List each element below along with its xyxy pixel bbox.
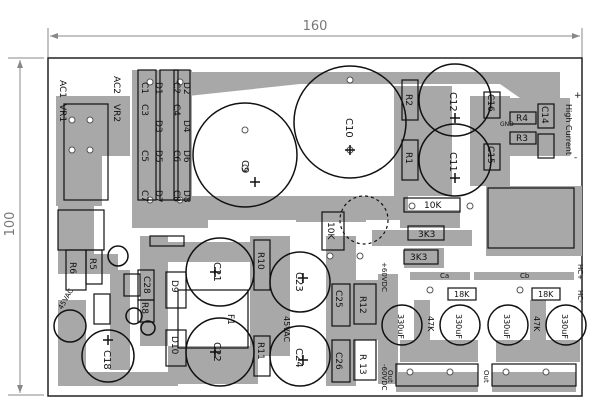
- label-d2: D2: [181, 82, 191, 95]
- label-r10: R10: [255, 252, 265, 270]
- label-c5: C5: [139, 150, 149, 162]
- label-vr2: VR2: [111, 104, 121, 122]
- label-47k-a: 47K: [426, 316, 435, 332]
- label-d6: D6: [181, 150, 191, 163]
- label-r12: R12: [357, 296, 367, 314]
- label-330uf-c: 330uF: [502, 314, 511, 339]
- label-c12: C12: [447, 92, 458, 112]
- label-18k-b: 18K: [538, 290, 554, 299]
- capacitor-330uf-b: [439, 304, 481, 346]
- label-d7: D7: [153, 190, 163, 203]
- label-c18: C18: [101, 350, 112, 370]
- label-ac1: AC1: [57, 80, 67, 98]
- label-r8: R8: [139, 302, 149, 314]
- label-r4: R4: [516, 114, 528, 124]
- capacitor-c11: [418, 123, 492, 197]
- label-d10: D10: [169, 336, 179, 355]
- label-ca: Ca: [440, 272, 449, 280]
- label-d1: D1: [153, 82, 163, 95]
- label-d8: D8: [181, 190, 191, 203]
- label-r5: R5: [87, 258, 97, 270]
- label-c22: C22: [211, 342, 222, 362]
- label-plus-top: +: [574, 91, 582, 101]
- component-outlines: [57, 69, 577, 387]
- capacitor-small-a: [53, 309, 87, 343]
- capacitor-330uf-a: [381, 304, 423, 346]
- width-dimension-label: 160: [303, 19, 328, 34]
- label-330uf-a: 330uF: [396, 314, 405, 339]
- label-f1: F1: [225, 314, 235, 325]
- label-10k-a: 10K: [424, 201, 442, 211]
- label-c7: C7: [139, 190, 149, 202]
- polarity-marks: [103, 113, 460, 365]
- label-c15: C15: [485, 146, 495, 164]
- label-ac2: AC2: [111, 76, 121, 94]
- label-c23: C23: [293, 272, 304, 292]
- label-d9: D9: [169, 280, 179, 293]
- capacitor-330uf-c: [487, 304, 529, 346]
- label-c28: C28: [141, 276, 151, 294]
- label-c8: C8: [171, 190, 181, 202]
- label-high-current: High Current: [564, 104, 573, 155]
- label-c11: C11: [447, 152, 458, 172]
- capacitor-c9: [192, 102, 298, 208]
- label-r2: R2: [403, 94, 413, 106]
- label-c4: C4: [171, 104, 181, 116]
- label-18k-a: 18K: [454, 290, 470, 299]
- label-d3: D3: [153, 120, 163, 133]
- label-c10: C10: [343, 118, 354, 138]
- capacitor-small-b: [107, 245, 129, 267]
- label-c9: C9: [239, 160, 250, 173]
- label-r11: R11: [255, 342, 265, 360]
- label-out-a: Out: [386, 370, 394, 383]
- label-minus-top: -: [574, 153, 577, 163]
- label-r13: R 13: [357, 354, 367, 375]
- label-330uf-b: 330uF: [454, 314, 463, 339]
- dimension-lines: 160 100: [3, 19, 583, 396]
- label-c21: C21: [211, 262, 222, 282]
- label-10k-b: 10K: [325, 222, 335, 240]
- label-330uf-d: 330uF: [560, 314, 569, 339]
- label-hc-plus: HC+: [576, 264, 584, 280]
- label-c6: C6: [171, 150, 181, 162]
- label-cb: Cb: [520, 272, 530, 280]
- capacitor-c18: [81, 329, 135, 383]
- drill-holes: [68, 76, 550, 376]
- capacitor-330uf-d: [545, 304, 587, 346]
- capacitor-small-c: [125, 307, 143, 325]
- label-gnd: GND: [500, 121, 514, 128]
- label-c16: C16: [485, 94, 495, 112]
- label-c1: C1: [139, 82, 149, 94]
- capacitor-c12: [418, 63, 492, 137]
- label-45vac-a: 45VAC: [282, 316, 291, 342]
- label-60vdc-minus: -60VDC: [380, 364, 388, 391]
- label-60vdc-plus: +60VDC: [380, 262, 388, 292]
- label-hc-minus: HC-: [576, 290, 584, 303]
- label-c3: C3: [139, 104, 149, 116]
- label-3k3-a: 3K3: [418, 230, 435, 240]
- label-d5: D5: [153, 150, 163, 163]
- label-r6: R6: [67, 262, 77, 274]
- label-47k-b: 47K: [532, 316, 541, 332]
- label-r1: R1: [403, 152, 413, 164]
- label-c14: C14: [539, 106, 549, 124]
- label-out-b: Out: [482, 370, 490, 383]
- component-labels: AC1 AC2 VR1 VR2 C1 D1 C2 D2 C3 D3 C4 D4 …: [57, 76, 584, 391]
- capacitor-small-d: [140, 320, 156, 336]
- large-capacitors: [53, 63, 587, 387]
- capacitor-c10: [293, 65, 407, 179]
- label-c25: C25: [333, 290, 343, 308]
- label-r3: R3: [516, 134, 528, 144]
- label-c2: C2: [171, 82, 181, 94]
- label-c24: C24: [293, 348, 304, 368]
- label-3k3-b: 3K3: [410, 253, 427, 263]
- label-d4: D4: [181, 120, 191, 133]
- height-dimension-label: 100: [3, 212, 18, 237]
- copper-traces: [56, 70, 582, 392]
- label-c26: C26: [333, 352, 343, 370]
- label-vr1: VR1: [57, 104, 67, 122]
